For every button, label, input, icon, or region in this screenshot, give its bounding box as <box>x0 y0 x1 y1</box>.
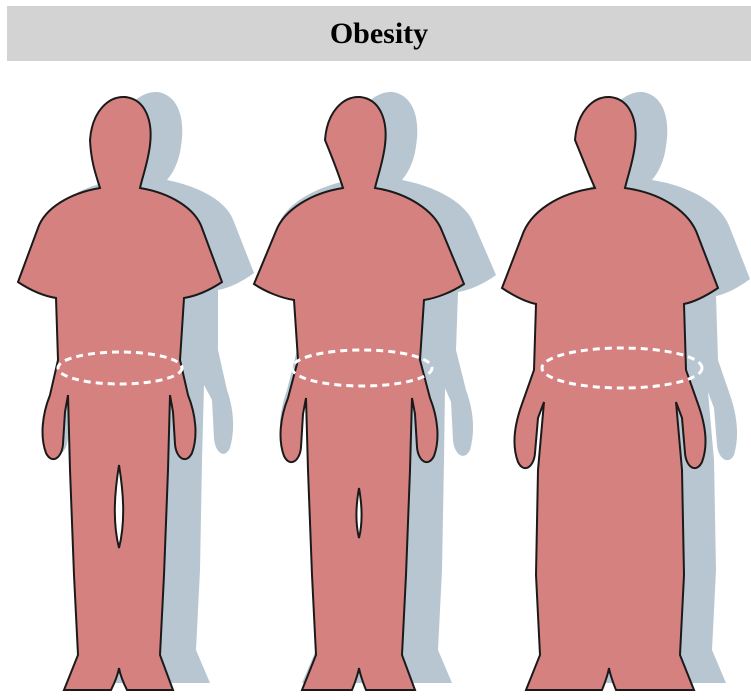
page-title: Obesity <box>330 19 428 49</box>
figure-obese <box>502 92 750 690</box>
figure-overweight <box>254 92 496 690</box>
obesity-illustration <box>0 70 751 700</box>
figure-slim <box>18 92 254 690</box>
figure-overweight-leg-gap <box>356 488 361 538</box>
title-bar: Obesity <box>7 6 751 61</box>
